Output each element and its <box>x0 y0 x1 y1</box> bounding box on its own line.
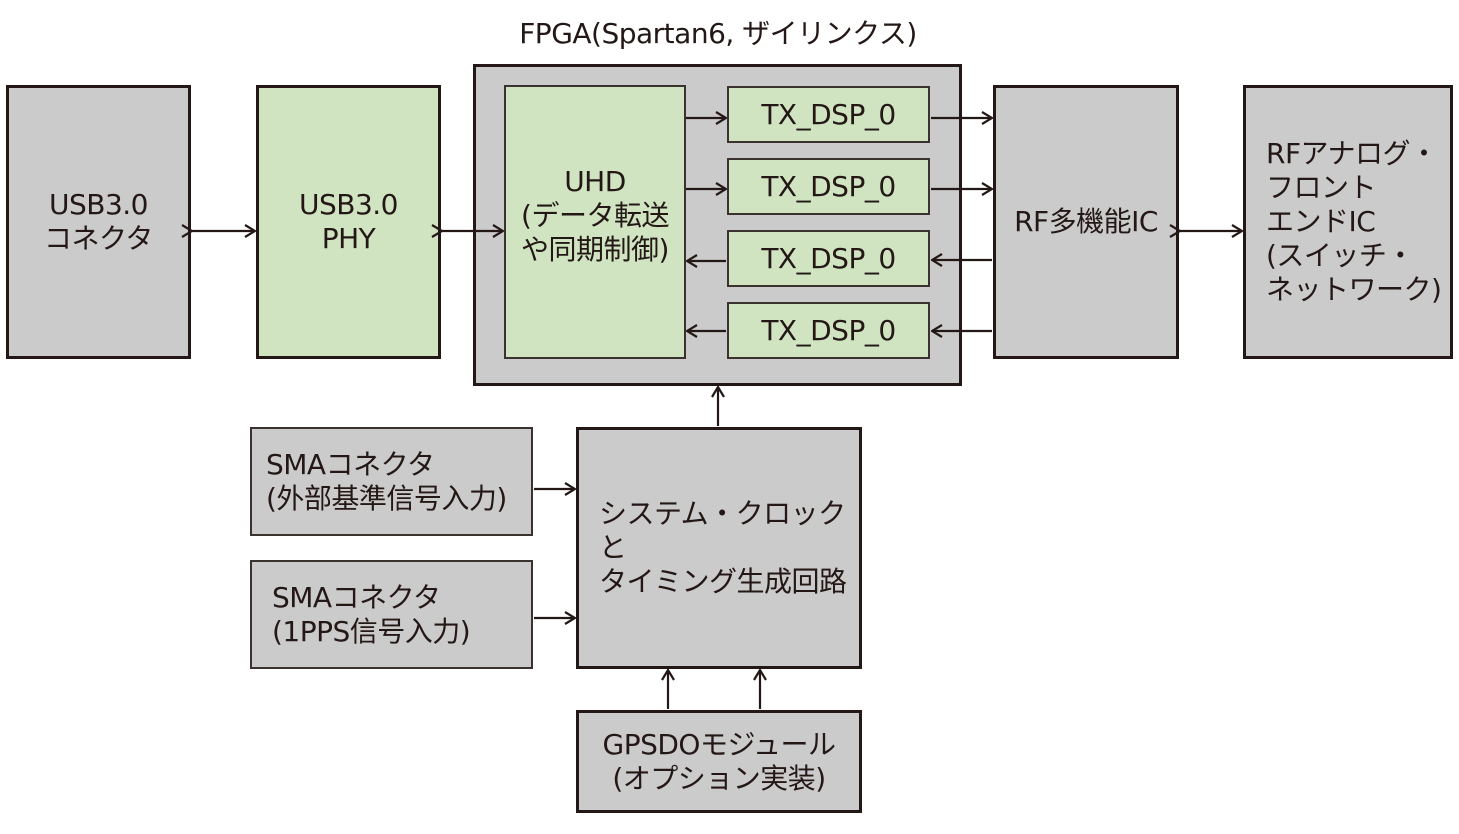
rf-ic-block: RF多機能IC <box>993 85 1179 359</box>
usb-phy-label: USB3.0 PHY <box>298 188 399 255</box>
sma-ref-label: SMAコネクタ (外部基準信号入力) <box>266 447 507 515</box>
sma-pps-label: SMAコネクタ (1PPS信号入力) <box>272 580 471 648</box>
tx-dsp-label: TX_DSP_0 <box>761 313 896 347</box>
usb-connector-label: USB3.0 コネクタ <box>44 188 153 255</box>
usb-phy-block: USB3.0 PHY <box>256 85 441 359</box>
gpsdo-block: GPSDOモジュール (オプション実装) <box>576 710 862 813</box>
tx-dsp-block-2: TX_DSP_0 <box>727 158 930 215</box>
rf-ic-label: RF多機能IC <box>1014 205 1158 238</box>
tx-dsp-block-3: TX_DSP_0 <box>727 230 930 287</box>
rf-frontend-block: RFアナログ・ フロント エンドIC (スイッチ・ ネットワーク) <box>1243 85 1453 359</box>
sma-pps-block: SMAコネクタ (1PPS信号入力) <box>250 560 533 669</box>
tx-dsp-label: TX_DSP_0 <box>761 97 896 131</box>
usb-connector-block: USB3.0 コネクタ <box>6 85 191 359</box>
tx-dsp-label: TX_DSP_0 <box>761 169 896 203</box>
tx-dsp-label: TX_DSP_0 <box>761 241 896 275</box>
clock-gen-block: システム・クロックと タイミング生成回路 <box>576 427 862 669</box>
uhd-label: UHD (データ転送 や同期制御) <box>521 165 669 266</box>
clock-gen-label: システム・クロックと タイミング生成回路 <box>599 497 847 598</box>
tx-dsp-block-4: TX_DSP_0 <box>727 302 930 359</box>
sma-ref-block: SMAコネクタ (外部基準信号入力) <box>250 427 533 536</box>
tx-dsp-block-1: TX_DSP_0 <box>727 86 930 143</box>
uhd-block: UHD (データ転送 や同期制御) <box>504 85 686 359</box>
rf-frontend-label: RFアナログ・ フロント エンドIC (スイッチ・ ネットワーク) <box>1266 137 1442 306</box>
fpga-title: FPGA(Spartan6, ザイリンクス) <box>519 17 917 50</box>
gpsdo-label: GPSDOモジュール (オプション実装) <box>602 727 837 795</box>
